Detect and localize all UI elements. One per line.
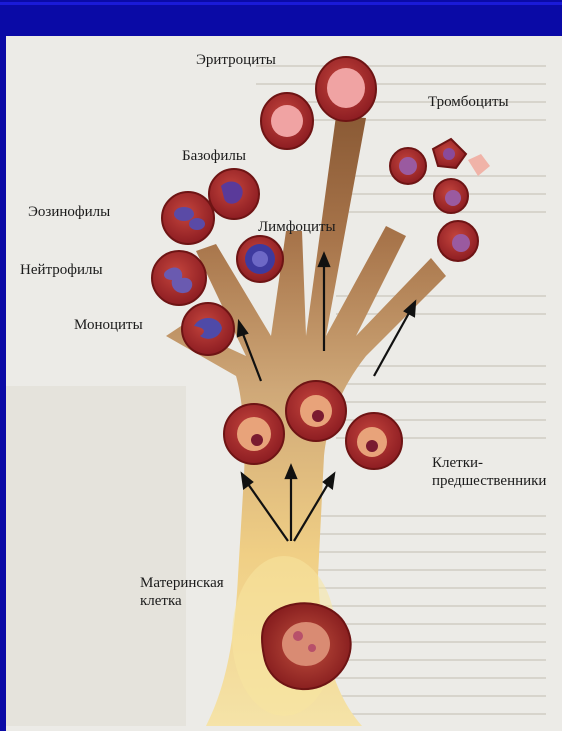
top-accent-line bbox=[0, 2, 562, 5]
eosinophil-cell bbox=[162, 192, 214, 244]
platelet bbox=[434, 179, 468, 213]
lymphocyte-cell bbox=[237, 236, 283, 282]
label-platelets: Тромбоциты bbox=[428, 94, 509, 111]
basophil-cell bbox=[209, 169, 259, 219]
erythrocyte bbox=[316, 57, 376, 121]
label-neutrophils: Нейтрофилы bbox=[20, 262, 103, 279]
platelet bbox=[433, 139, 466, 168]
label-progenitor-cells: Клетки- предшественники bbox=[432, 454, 546, 490]
monocyte-cell bbox=[182, 303, 234, 355]
erythrocyte bbox=[261, 93, 313, 149]
platelet bbox=[468, 154, 490, 176]
label-basophils: Базофилы bbox=[182, 148, 246, 165]
label-erythrocytes: Эритроциты bbox=[196, 52, 276, 69]
label-stem-cell: Материнская клетка bbox=[140, 574, 224, 610]
progenitor-cell bbox=[224, 404, 284, 464]
platelet-cells bbox=[390, 139, 490, 261]
label-eosinophils: Эозинофилы bbox=[28, 204, 110, 221]
label-lymphocytes: Лимфоциты bbox=[258, 219, 336, 236]
progenitor-cell bbox=[286, 381, 346, 441]
progenitor-cell bbox=[346, 413, 402, 469]
hematopoiesis-diagram-panel: Эритроциты Тромбоциты Базофилы Эозинофил… bbox=[6, 36, 562, 731]
stem-cell bbox=[262, 603, 351, 689]
platelet bbox=[438, 221, 478, 261]
label-monocytes: Моноциты bbox=[74, 317, 143, 334]
neutrophil-cell bbox=[152, 251, 206, 305]
platelet-precursor bbox=[390, 148, 426, 184]
hematopoiesis-tree bbox=[6, 36, 562, 731]
